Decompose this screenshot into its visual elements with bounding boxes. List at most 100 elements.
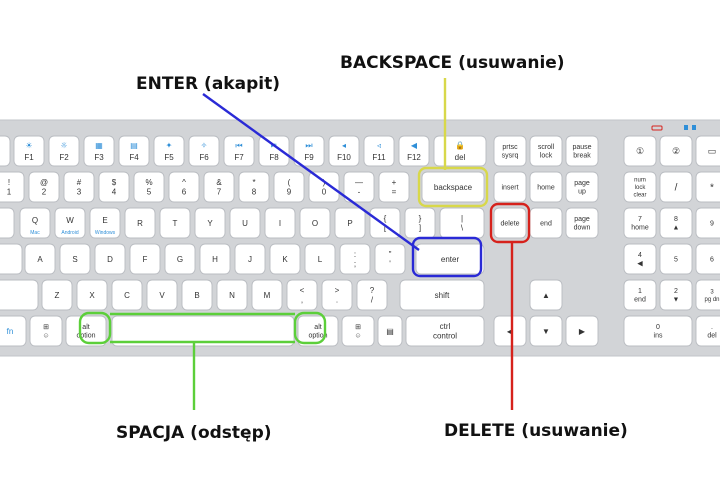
key-k7: &7 bbox=[203, 171, 235, 203]
key-label: > bbox=[335, 286, 340, 295]
key-label: lock bbox=[635, 185, 647, 191]
key-cap bbox=[234, 243, 266, 275]
key-label: Y bbox=[207, 219, 213, 228]
key-delete: delete bbox=[493, 207, 527, 239]
key-label: ◀ bbox=[507, 327, 514, 336]
key-cap bbox=[153, 135, 185, 167]
key-label: ☺ bbox=[354, 333, 361, 340]
key-cap bbox=[565, 135, 599, 167]
key-enter: enter bbox=[415, 243, 485, 275]
key-lwin: ⊞☺ bbox=[29, 315, 63, 347]
key-label: / bbox=[675, 183, 678, 194]
key-cap bbox=[223, 135, 255, 167]
key-np8: 8▲ bbox=[659, 207, 693, 239]
key-label: 9 bbox=[287, 188, 292, 197]
key-cap bbox=[146, 279, 178, 311]
key-cap bbox=[0, 135, 11, 167]
key-label: clear bbox=[633, 193, 646, 199]
key-cap bbox=[493, 135, 527, 167]
key-label: U bbox=[242, 219, 248, 228]
key-u: U bbox=[229, 207, 261, 239]
key-k: K bbox=[269, 243, 301, 275]
key-icon: ☀ bbox=[25, 141, 32, 150]
key-n: N bbox=[216, 279, 248, 311]
key-label: alt bbox=[314, 324, 321, 331]
key-icon: ☼ bbox=[60, 141, 67, 150]
key-cap bbox=[63, 171, 95, 203]
key-label: @ bbox=[40, 178, 48, 187]
key-tab bbox=[0, 207, 15, 239]
key-label: P bbox=[347, 219, 352, 228]
key-cap bbox=[695, 279, 720, 311]
key-k5: %5 bbox=[133, 171, 165, 203]
key-label: * bbox=[710, 183, 714, 194]
key-j: J bbox=[234, 243, 266, 275]
key-f6: ✧F6 bbox=[188, 135, 220, 167]
key-home: home bbox=[529, 171, 563, 203]
key-x: X bbox=[76, 279, 108, 311]
key-kminus: —- bbox=[343, 171, 375, 203]
number-row: !1@2#3$4%5^6&7*8(9)0—-+=backspaceinserth… bbox=[0, 171, 720, 203]
key-label: prtsc bbox=[502, 144, 518, 151]
key-cap bbox=[343, 171, 375, 203]
key-label: 2 bbox=[674, 288, 678, 295]
key-f3: ▦F3 bbox=[83, 135, 115, 167]
key-cap bbox=[623, 207, 657, 239]
key-cap bbox=[623, 315, 693, 347]
key-label: L bbox=[318, 255, 323, 264]
key-label: option bbox=[76, 333, 95, 340]
key-label: sysrq bbox=[502, 153, 519, 160]
key-cap bbox=[216, 279, 248, 311]
key-label: end bbox=[634, 297, 646, 304]
key-cap bbox=[258, 135, 290, 167]
key-bt1: ① bbox=[623, 135, 657, 167]
key-sublabel: Mac bbox=[30, 230, 40, 236]
key-cap bbox=[29, 315, 63, 347]
key-sublabel: Windows bbox=[95, 230, 116, 236]
key-cap bbox=[405, 315, 485, 347]
key-cap bbox=[94, 243, 126, 275]
key-label: page bbox=[574, 216, 590, 223]
key-cap bbox=[76, 279, 108, 311]
key-label: scroll bbox=[538, 144, 555, 151]
key-label: ◀ bbox=[637, 261, 643, 268]
delete-annotation: DELETE (usuwanie) bbox=[444, 421, 628, 441]
key-label: C bbox=[124, 291, 130, 300]
key-label: enter bbox=[441, 255, 460, 264]
key-right: ▶ bbox=[565, 315, 599, 347]
key-label: K bbox=[282, 255, 288, 264]
key-down: ▼ bbox=[529, 315, 563, 347]
key-label: pg dn bbox=[704, 297, 719, 303]
key-t: T bbox=[159, 207, 191, 239]
key-label: . bbox=[336, 296, 338, 305]
key-f5: ✦F5 bbox=[153, 135, 185, 167]
key-label: 8 bbox=[252, 188, 257, 197]
key-cap bbox=[659, 243, 693, 275]
key-cap bbox=[111, 279, 143, 311]
key-np4: 4◀ bbox=[623, 243, 657, 275]
key-cap bbox=[529, 279, 563, 311]
key-cap bbox=[695, 171, 720, 203]
key-label: pause bbox=[572, 144, 591, 151]
key-cap bbox=[19, 207, 51, 239]
key-label: \ bbox=[461, 224, 464, 233]
key-label: 1 bbox=[638, 288, 642, 295]
key-label: Z bbox=[55, 291, 60, 300]
key-k0: )0 bbox=[308, 171, 340, 203]
backspace-highlight bbox=[417, 166, 489, 208]
key-np6: 6 bbox=[695, 243, 720, 275]
key-cap bbox=[433, 135, 487, 167]
key-label: - bbox=[358, 188, 361, 197]
key-label: 2 bbox=[42, 188, 47, 197]
key-label: O bbox=[312, 219, 318, 228]
key-label: end bbox=[540, 220, 552, 227]
key-cap bbox=[133, 171, 165, 203]
